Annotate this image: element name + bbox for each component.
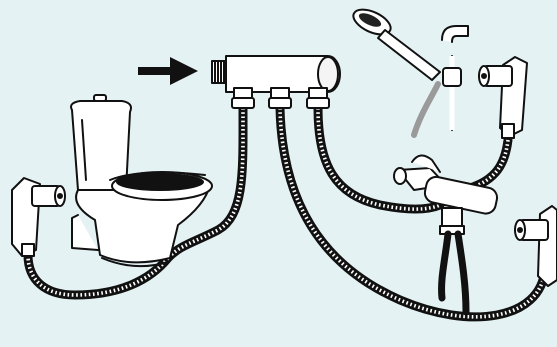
manifold-outlet	[269, 88, 291, 108]
distribution-manifold-icon	[212, 56, 340, 108]
manifold-outlet	[307, 88, 329, 108]
manifold-outlet	[232, 88, 254, 108]
